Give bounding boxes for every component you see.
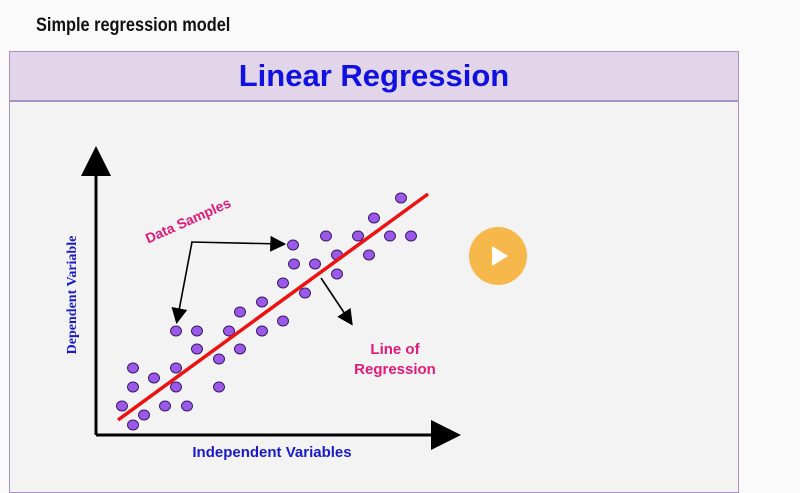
slide-title-band: Linear Regression	[10, 52, 738, 102]
data-point	[213, 381, 225, 393]
data-point	[288, 258, 300, 270]
data-point	[213, 353, 225, 365]
line-of-regression-annotation-2: Regression	[354, 361, 436, 378]
data-point	[170, 325, 182, 337]
data-point	[234, 343, 246, 355]
data-point	[277, 315, 289, 327]
data-point	[256, 296, 268, 308]
data-point	[331, 268, 343, 280]
data-point	[405, 230, 417, 242]
data-point	[234, 306, 246, 318]
data-point	[299, 287, 311, 299]
data-point	[395, 192, 407, 204]
data-point	[170, 381, 182, 393]
samples-arrow	[190, 235, 287, 252]
data-point	[287, 239, 299, 251]
data-point	[116, 400, 128, 412]
data-point	[352, 230, 364, 242]
data-point	[127, 381, 139, 393]
line-of-regression-annotation: Line of	[370, 341, 420, 358]
data-point	[320, 230, 332, 242]
data-point	[170, 362, 182, 374]
data-point	[277, 277, 289, 289]
slide-title: Linear Regression	[238, 58, 510, 93]
x-axis-label: Independent Variables	[192, 444, 351, 461]
data-point	[191, 325, 203, 337]
data-point	[148, 372, 160, 384]
data-point	[159, 400, 171, 412]
data-point	[181, 400, 193, 412]
data-point	[363, 249, 375, 261]
data-point	[127, 362, 139, 374]
data-point	[256, 325, 268, 337]
regression-line	[116, 192, 430, 422]
data-point	[191, 343, 203, 355]
slide: Linear Regression	[9, 51, 739, 493]
data-point	[368, 212, 380, 224]
data-point	[223, 325, 235, 337]
data-samples-annotation: Data Samples	[143, 194, 234, 246]
section-heading: Simple regression model	[36, 15, 231, 36]
regression-arrow	[320, 277, 353, 326]
play-button[interactable]	[469, 227, 527, 285]
regression-diagram: Dependent Variable Independent Variables…	[65, 146, 461, 461]
data-point	[127, 419, 139, 431]
y-axis-label: Dependent Variable	[65, 236, 80, 355]
data-point	[384, 230, 396, 242]
data-point	[309, 258, 321, 270]
data-point	[138, 409, 150, 421]
samples-arrow	[171, 241, 193, 325]
